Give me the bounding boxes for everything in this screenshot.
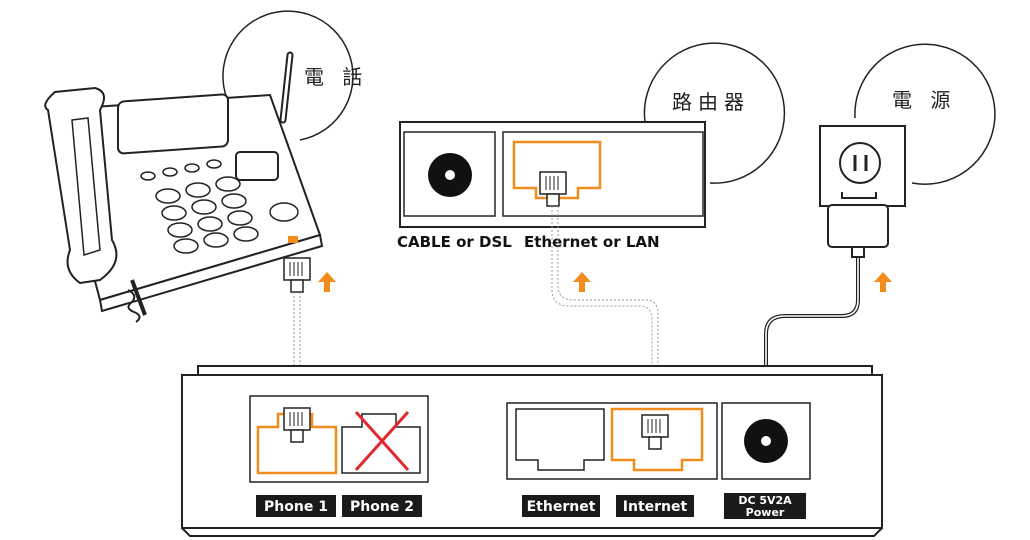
power-bubble — [854, 43, 996, 185]
power-up-arrow — [874, 272, 892, 292]
ethernet-cable — [551, 206, 659, 415]
phone-cable-plug — [283, 257, 311, 293]
ethernet-label: Ethernet — [527, 499, 596, 515]
phone-bubble — [222, 10, 354, 141]
telephone-illustration: 電 話 — [44, 10, 368, 323]
power-cable — [764, 258, 860, 380]
dc-label-line1: DC 5V2A — [738, 494, 792, 507]
phone1-label: Phone 1 — [264, 499, 328, 515]
router-up-arrow — [573, 272, 591, 292]
phone-bubble-label: 電 話 — [304, 65, 368, 89]
dc-label-line2: Power — [746, 506, 785, 519]
router-ethernet-label: Ethernet or LAN — [524, 233, 660, 251]
device-back-panel: Phone 1 Phone 2 Ethernet Internet DC 5V2… — [181, 365, 883, 537]
phone-up-arrow — [318, 272, 336, 292]
internet-label: Internet — [623, 499, 688, 515]
router-illustration: 路由器 CABLE or DSL Ethernet or LAN — [397, 42, 786, 251]
power-bubble-label: 電 源 — [892, 88, 956, 112]
router-bubble — [643, 42, 786, 184]
router-cable-label: CABLE or DSL — [397, 233, 512, 251]
router-bubble-label: 路由器 — [672, 90, 750, 114]
phone2-label: Phone 2 — [350, 499, 414, 515]
power-illustration: 電 源 — [759, 43, 996, 411]
